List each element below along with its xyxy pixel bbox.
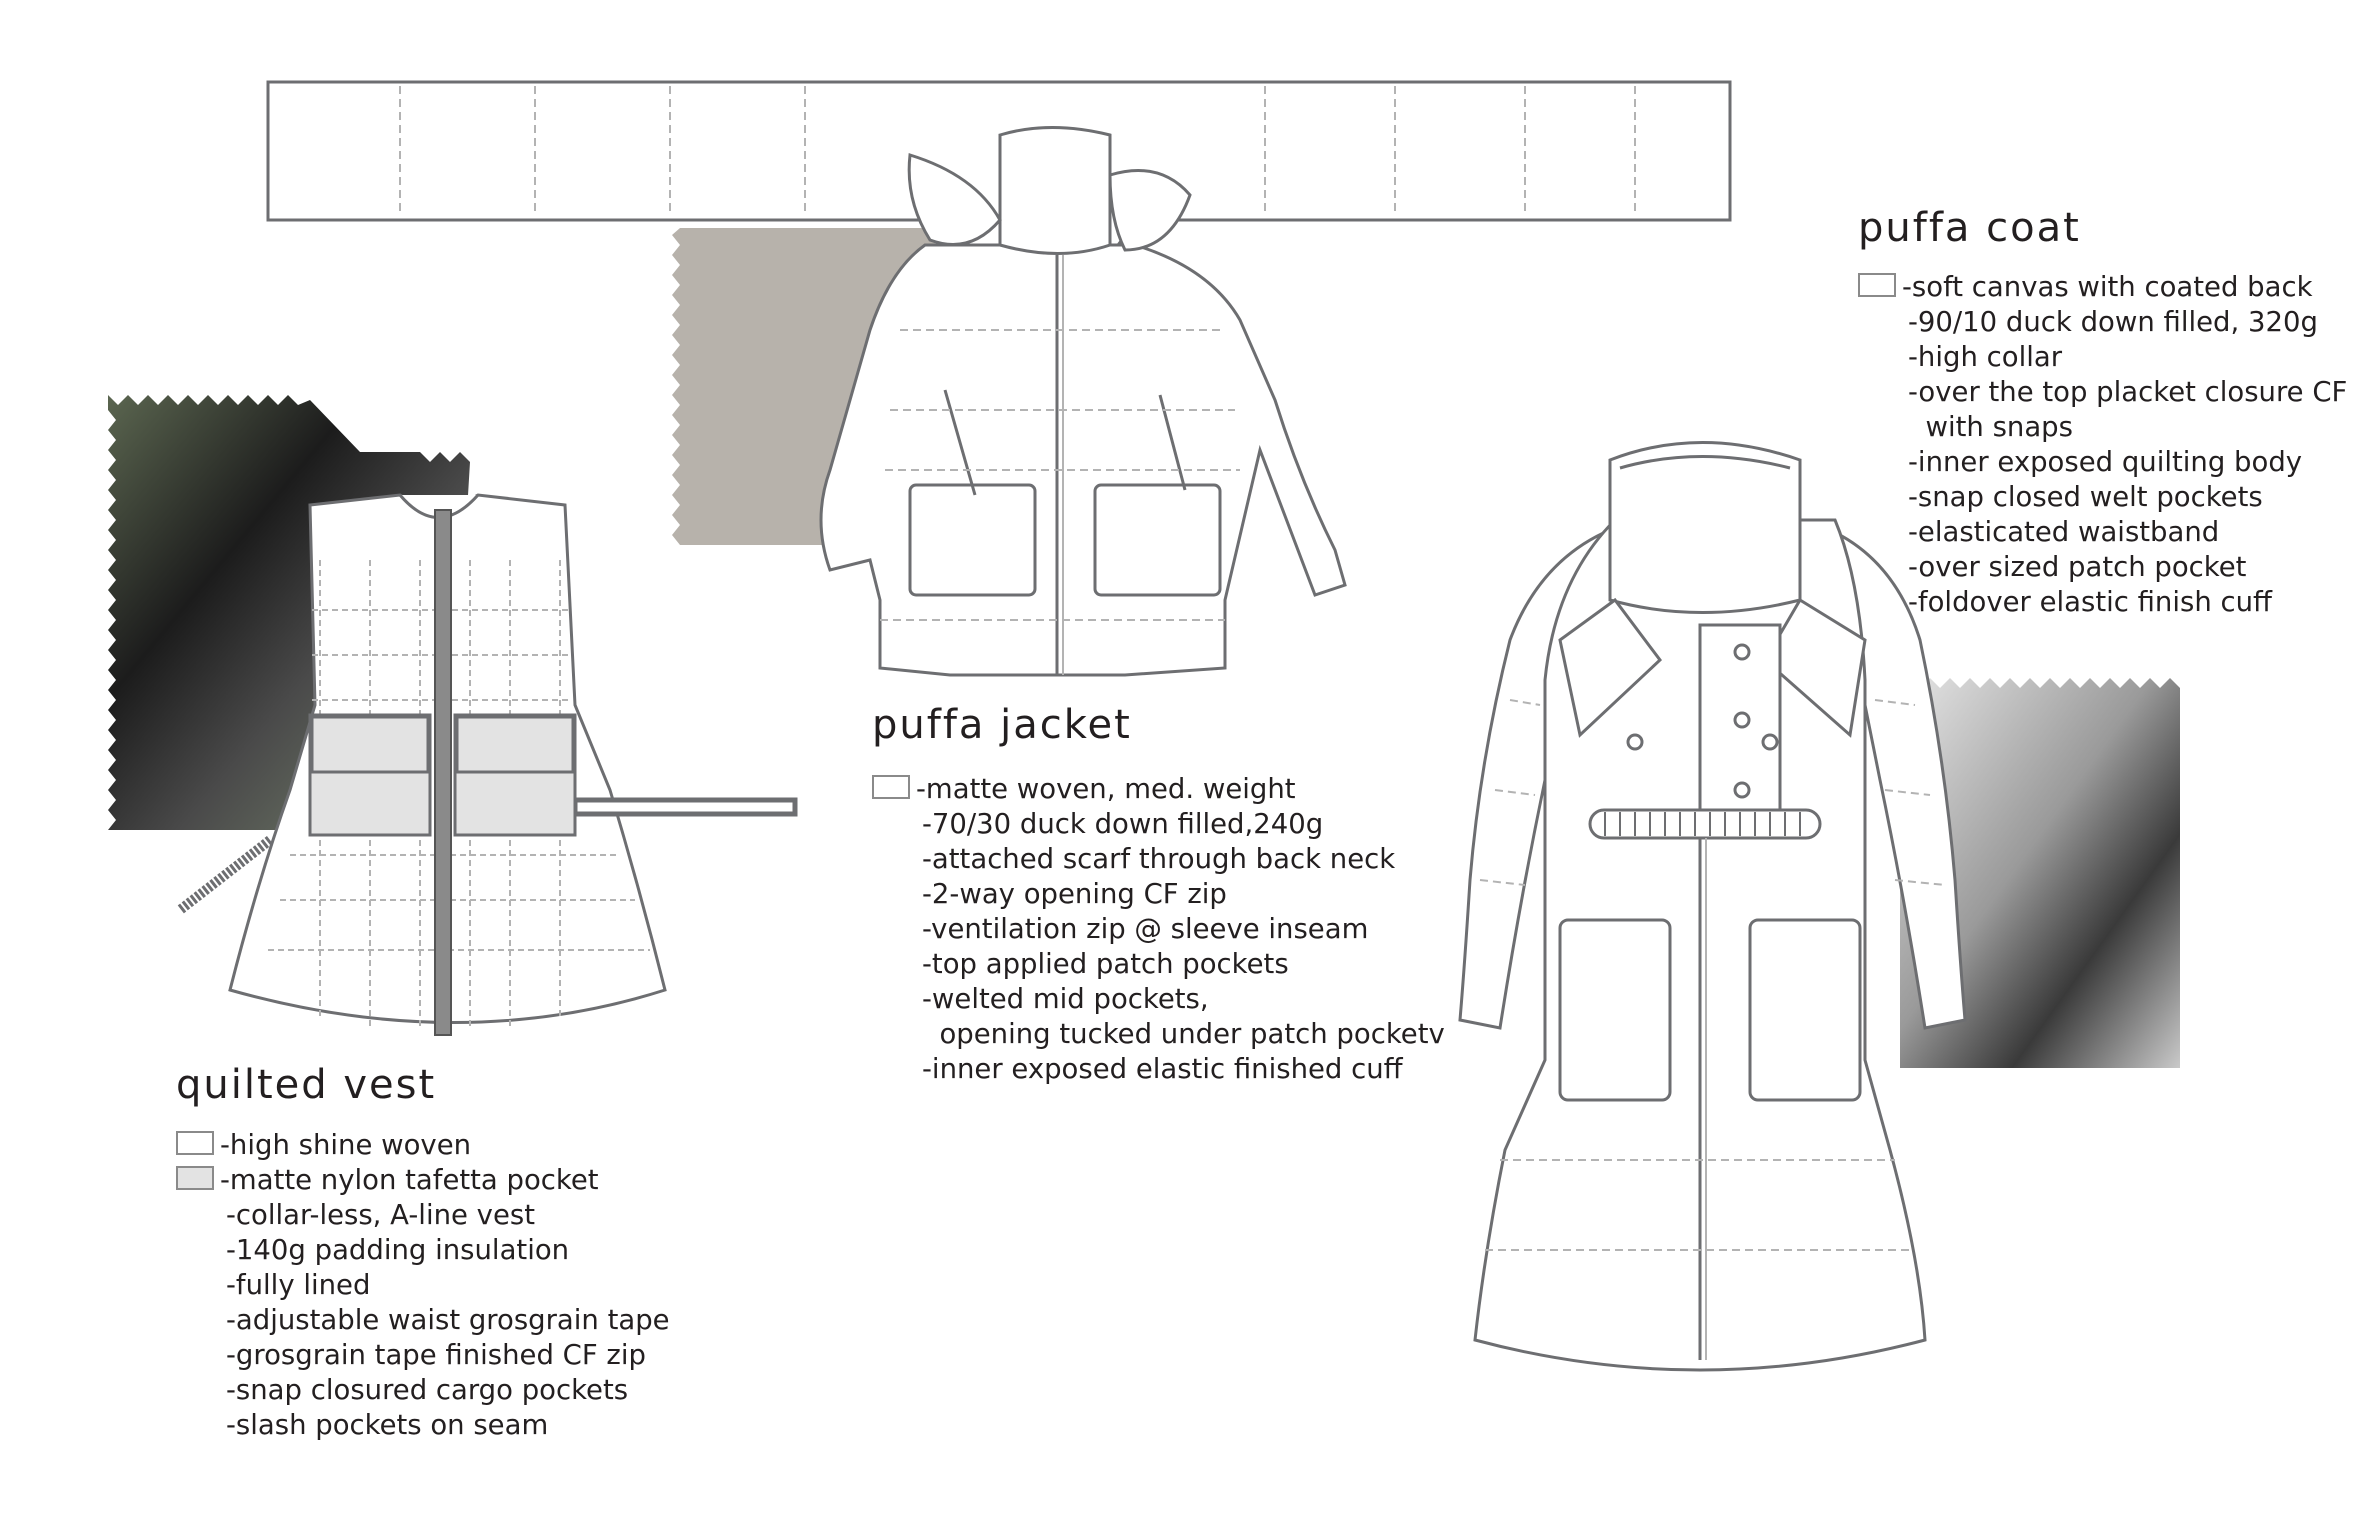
jacket-spec-line: -inner exposed elastic finished cuff <box>922 1053 1403 1085</box>
jacket-spec-line: -top applied patch pockets <box>922 948 1289 980</box>
coat-spec-line: -elasticated waistband <box>1908 516 2220 548</box>
vest-swatch-high-shine <box>176 1131 214 1155</box>
jacket-spec-line: -2-way opening CF zip <box>922 878 1227 910</box>
vest-spec-line: -grosgrain tape finished CF zip <box>226 1339 646 1371</box>
scarf-quilt-lines <box>399 86 1636 216</box>
jacket-patch-pocket-left <box>908 483 1037 597</box>
jacket-patch-pocket-right <box>1093 483 1222 597</box>
puffa-coat-drawing <box>1458 441 1967 1372</box>
jacket-spec-swatch-line: -matte woven, med. weight <box>872 772 1445 807</box>
jacket-spec-list: -matte woven, med. weight -70/30 duck do… <box>872 772 1445 1087</box>
vest-spec-line: -slash pockets on seam <box>226 1409 549 1441</box>
jacket-spec-line: -welted mid pockets, <box>922 983 1209 1015</box>
vest-title: quilted vest <box>176 1062 437 1108</box>
vest-spec-line: -adjustable waist grosgrain tape <box>226 1304 670 1336</box>
coat-spec-line: -over the top placket closure CF <box>1908 376 2348 408</box>
coat-spec-line: -90/10 duck down filled, 320g <box>1908 306 2318 338</box>
vest-spec-line: -collar-less, A-line vest <box>226 1199 535 1231</box>
vest-spec-swatch-line: -matte nylon tafetta pocket <box>176 1163 670 1198</box>
vest-spec-line: -140g padding insulation <box>226 1234 570 1266</box>
coat-spec-line: -snap closed welt pockets <box>1908 481 2263 513</box>
coat-spec-line: -over sized patch pocket <box>1908 551 2247 583</box>
coat-fabric-swatch <box>1900 678 2180 1068</box>
vest-spec-line: -snap closured cargo pockets <box>226 1374 629 1406</box>
coat-spec-line: with snaps <box>1908 411 2073 443</box>
jacket-title: puffa jacket <box>872 702 1132 748</box>
vest-spec-swatch-line: -high shine woven <box>176 1128 670 1163</box>
jacket-spec-line: -ventilation zip @ sleeve inseam <box>922 913 1369 945</box>
vest-spec-line: -high shine woven <box>220 1129 472 1161</box>
vest-spec-line: -matte nylon tafetta pocket <box>220 1164 599 1196</box>
coat-patch-pocket-right <box>1748 918 1862 1102</box>
coat-spec-line: -inner exposed quilting body <box>1908 446 2303 478</box>
coat-swatch-soft-canvas <box>1858 273 1896 297</box>
coat-high-collar <box>1608 441 1802 614</box>
vest-cf-zip <box>434 509 452 1036</box>
coat-spec-swatch-line: -soft canvas with coated back <box>1858 270 2347 305</box>
jacket-collar <box>998 126 1112 255</box>
jacket-spec-line: -70/30 duck down filled,240g <box>922 808 1324 840</box>
coat-spec-list: -soft canvas with coated back -90/10 duc… <box>1858 270 2347 620</box>
jacket-spec-line: -matte woven, med. weight <box>916 773 1296 805</box>
vest-spec-line: -fully lined <box>226 1269 371 1301</box>
coat-spec-line: -high collar <box>1908 341 2063 373</box>
coat-title: puffa coat <box>1858 205 2081 251</box>
jacket-swatch-matte-woven <box>872 775 910 799</box>
jacket-body <box>819 243 1347 677</box>
puffa-jacket-drawing <box>266 80 1732 677</box>
vest-swatch-matte-nylon <box>176 1166 214 1190</box>
quilted-vest-drawing <box>176 493 798 1036</box>
coat-spec-line: -soft canvas with coated back <box>1902 271 2313 303</box>
coat-spec-line: -foldover elastic finish cuff <box>1908 586 2272 618</box>
jacket-spec-line: opening tucked under patch pocketv <box>922 1018 1445 1050</box>
coat-patch-pocket-left <box>1558 918 1672 1102</box>
jacket-spec-line: -attached scarf through back neck <box>922 843 1396 875</box>
vest-spec-list: -high shine woven -matte nylon tafetta p… <box>176 1128 670 1443</box>
